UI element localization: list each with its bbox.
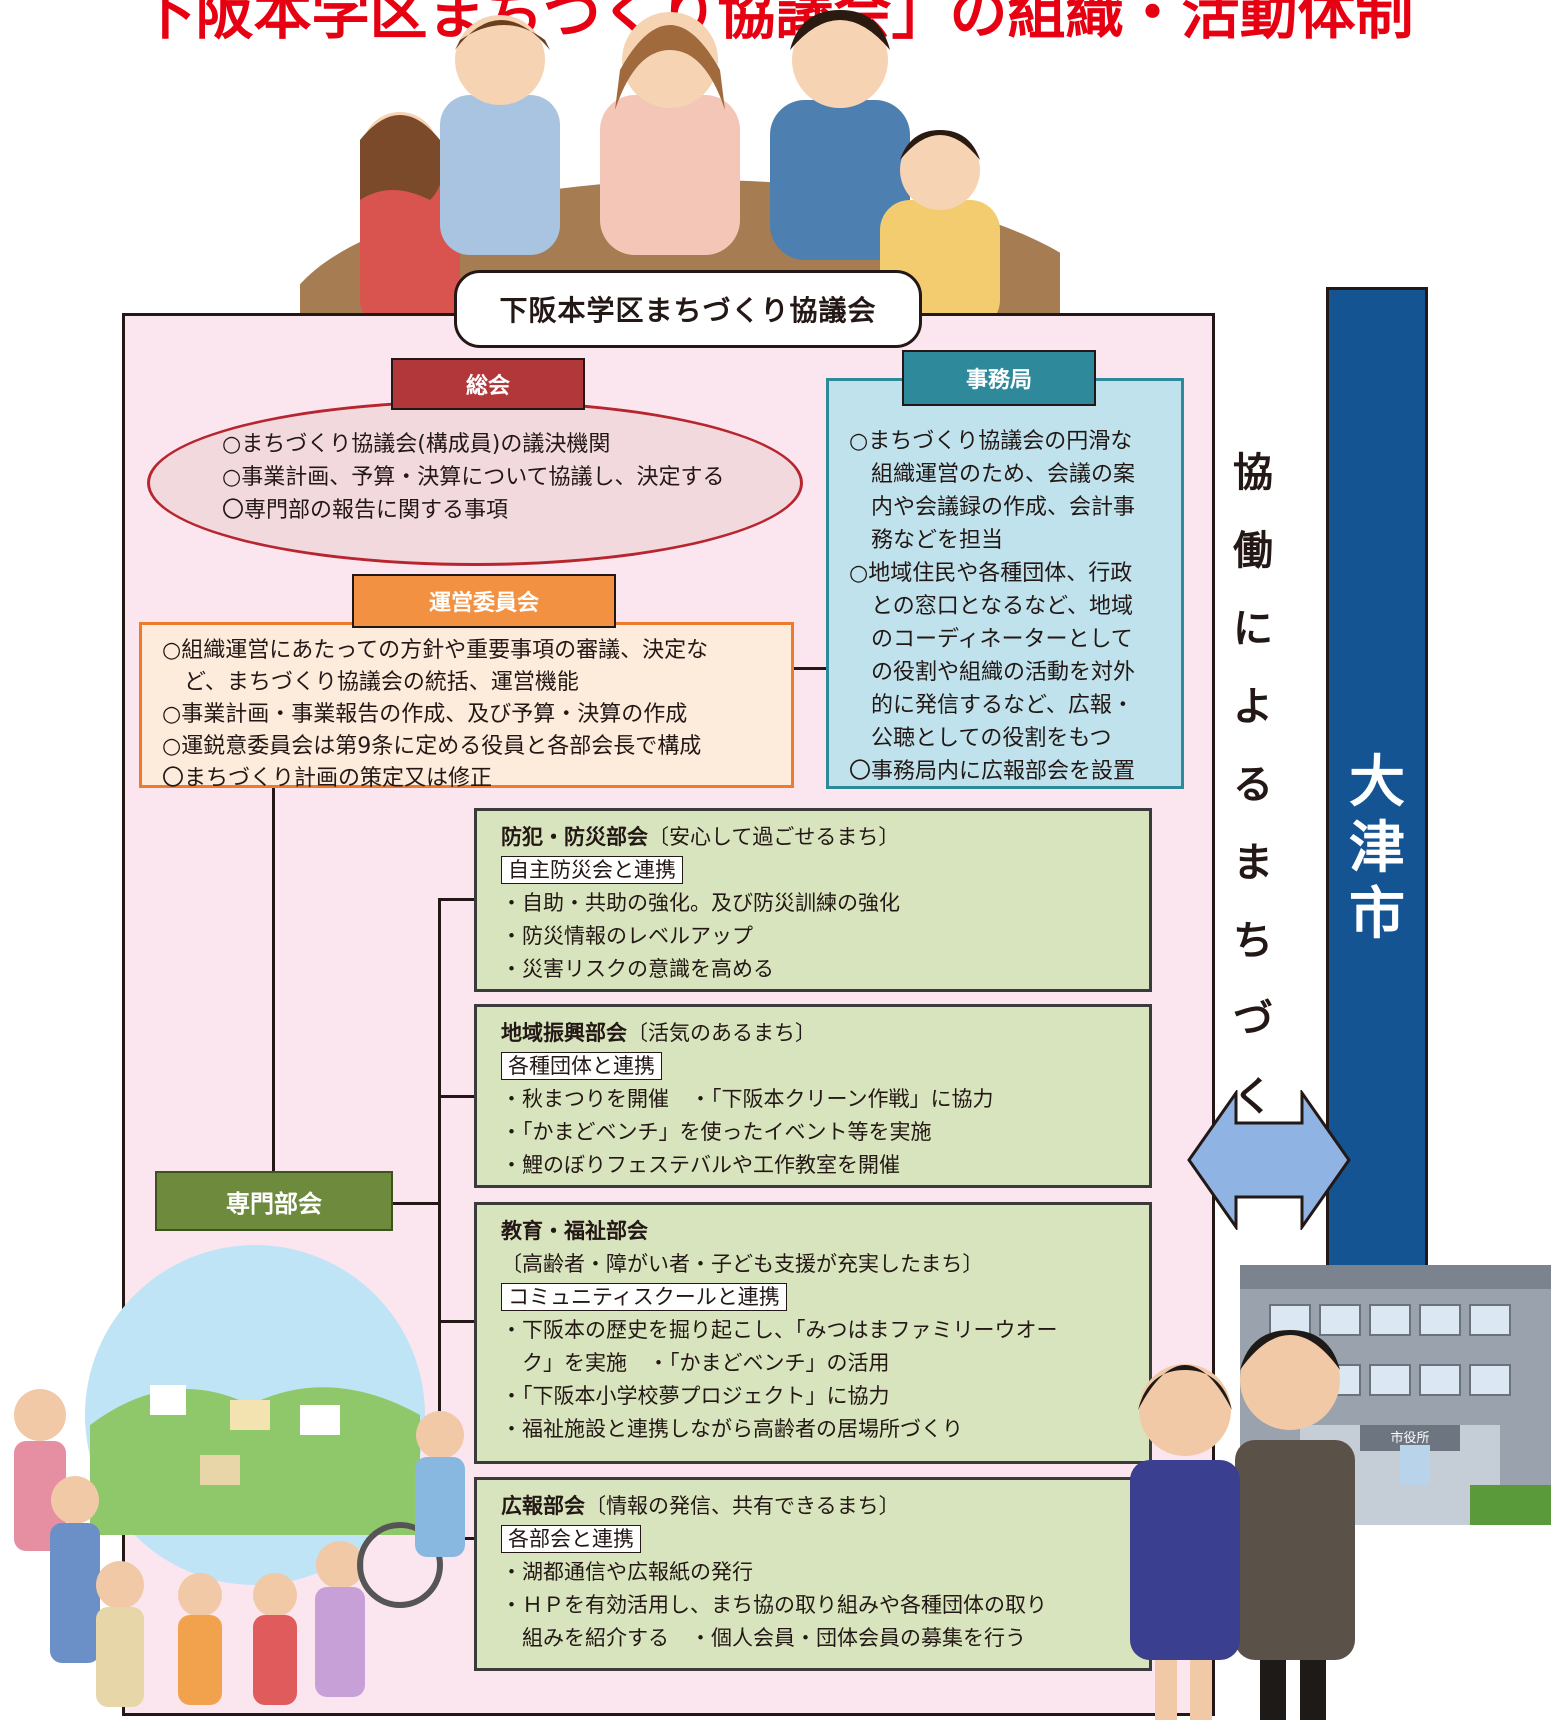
soukai-line: 〇専門部の報告に関する事項 [222, 498, 509, 523]
dept-item: ・「かまどベンチ」を使ったイベント等を実施 [501, 1120, 932, 1144]
dept-title: 教育・福祉部会 [501, 1219, 648, 1243]
city-char: 大 [1349, 750, 1405, 815]
collab-char: る [1233, 762, 1273, 808]
dept-motto: 〔高齢者・障がい者・子ども支援が充実したまち〕 [501, 1252, 984, 1276]
soukai-line: ○事業計画、予算・決算について協議し、決定する [222, 465, 725, 490]
dept-item: ・「下阪本小学校夢プロジェクト」に協力 [501, 1384, 890, 1408]
dept-tag: コミュニティスクールと連携 [501, 1283, 787, 1311]
connector-unei-jimukyoku [793, 667, 829, 670]
dept-item: ・ＨＰを有効活用し、まち協の取り組みや各種団体の取り [501, 1593, 1047, 1617]
council-name-label: 下阪本学区まちづくり協議会 [454, 270, 922, 348]
jimukyoku-line: ○地域住民や各種団体、行政 [849, 561, 1133, 586]
dept-item: ・災害リスクの意識を高める [501, 957, 774, 981]
unei-line: ど、まちづくり協議会の統括、運営機能 [162, 670, 579, 695]
connector-dept-3 [438, 1320, 476, 1323]
jimukyoku-line: の役割や組織の活動を対外 [849, 660, 1136, 685]
senmon-header: 専門部会 [155, 1171, 393, 1231]
unei-box: ○組織運営にあたっての方針や重要事項の審議、決定な ど、まちづくり協議会の統括、… [139, 622, 794, 791]
page-title: 下阪本学区まちづくり協議会」の組織・活動体制 [137, 0, 1414, 47]
dept-title: 地域振興部会 [501, 1021, 627, 1045]
soukai-description: ○まちづくり協議会(構成員)の議決機関 ○事業計画、予算・決算について協議し、決… [222, 428, 725, 527]
connector-dept-1 [438, 898, 476, 901]
collab-char: よ [1233, 684, 1273, 730]
dept-item: ・下阪本の歴史を掘り起こし、「みつはまファミリーウオー [501, 1318, 1058, 1342]
collab-char: ち [1233, 918, 1273, 964]
jimukyoku-line: 公聴としての役割をもつ [849, 726, 1112, 751]
soukai-header: 総会 [391, 358, 585, 410]
building-sign: 市役所 [1390, 1431, 1430, 1446]
jimukyoku-line: ○まちづくり協議会の円滑な [849, 429, 1133, 454]
dept-item: ・福祉施設と連携しながら高齢者の居場所づくり [501, 1417, 963, 1441]
connector-unei-senmon [272, 787, 275, 1175]
jimukyoku-line: 組織運営のため、会議の案 [849, 462, 1136, 487]
dept-kouhou: 広報部会〔情報の発信、共有できるまち〕 各部会と連携 ・湖都通信や広報紙の発行 … [474, 1477, 1152, 1671]
jimukyoku-line: 的に発信するなど、広報・ [849, 693, 1134, 718]
double-arrow-icon [1187, 1090, 1351, 1230]
collab-char: ま [1233, 840, 1273, 886]
jimukyoku-line: 務などを担当 [849, 528, 1004, 553]
unei-line: ○事業計画・事業報告の作成、及び予算・決算の作成 [162, 702, 688, 727]
city-char: 津 [1349, 816, 1405, 881]
city-staff-illustration [1130, 1330, 1355, 1720]
collab-char: づ [1233, 996, 1273, 1042]
dept-item: ・防災情報のレベルアップ [501, 924, 753, 948]
soukai-line: ○まちづくり協議会(構成員)の議決機関 [222, 432, 611, 457]
dept-motto: 〔活気のあるまち〕 [627, 1021, 816, 1045]
dept-item: 組みを紹介する ・個人会員・団体会員の募集を行う [501, 1626, 1026, 1650]
city-name: 大 津 市 [1326, 750, 1428, 948]
dept-title: 防犯・防災部会 [501, 825, 648, 849]
dept-motto: 〔情報の発信、共有できるまち〕 [585, 1494, 900, 1518]
dept-shinkou: 地域振興部会〔活気のあるまち〕 各種団体と連携 ・秋まつりを開催 ・「下阪本クリ… [474, 1004, 1152, 1188]
dept-tag: 自主防災会と連携 [501, 856, 683, 884]
unei-line: ○組織運営にあたっての方針や重要事項の審議、決定な [162, 638, 709, 663]
dept-item: ・湖都通信や広報紙の発行 [501, 1560, 753, 1584]
dept-title: 広報部会 [501, 1494, 585, 1518]
dept-item: ・秋まつりを開催 ・「下阪本クリーン作戦」に協力 [501, 1087, 994, 1111]
unei-line: ○運鋭意委員会は第9条に定める役員と各部会長で構成 [162, 734, 702, 759]
connector-senmon-branch [392, 1202, 440, 1205]
dept-tag: 各部会と連携 [501, 1525, 641, 1553]
dept-kyouiku: 教育・福祉部会 〔高齢者・障がい者・子ども支援が充実したまち〕 コミュニティスク… [474, 1202, 1152, 1464]
dept-motto: 〔安心して過ごせるまち〕 [648, 825, 900, 849]
dept-item: ク」を実施 ・「かまどベンチ」の活用 [501, 1351, 890, 1375]
dept-tag: 各種団体と連携 [501, 1052, 662, 1080]
collab-char: 働 [1233, 528, 1273, 574]
unei-line: 〇まちづくり計画の策定又は修正 [162, 766, 493, 791]
collab-char: く [1233, 1074, 1273, 1120]
dept-item: ・自助・共助の強化。及び防災訓練の強化 [501, 891, 900, 915]
jimukyoku-line: 〇事務局内に広報部会を設置 [849, 759, 1136, 784]
collaboration-vertical-text: 協 働 に よ る ま ち づ く り [1218, 440, 1288, 1200]
dept-bouhan: 防犯・防災部会〔安心して過ごせるまち〕 自主防災会と連携 ・自助・共助の強化。及… [474, 808, 1152, 992]
jimukyoku-header: 事務局 [902, 350, 1096, 406]
unei-header: 運営委員会 [352, 574, 616, 628]
jimukyoku-line: のコーディネーターとして [849, 627, 1133, 652]
community-illustration [14, 1245, 465, 1707]
city-char: 市 [1349, 882, 1405, 947]
connector-dept-2 [438, 1095, 476, 1098]
soukai-ellipse [147, 400, 803, 566]
collab-char: に [1233, 606, 1273, 652]
jimukyoku-line: 内や会議録の作成、会計事 [849, 495, 1136, 520]
jimukyoku-line: との窓口となるなど、地域 [849, 594, 1134, 619]
connector-dept-trunk [438, 898, 441, 1540]
jimukyoku-box: ○まちづくり協議会の円滑な 組織運営のため、会議の案 内や会議録の作成、会計事 … [826, 378, 1184, 789]
dept-item: ・鯉のぼりフェステバルや工作教室を開催 [501, 1153, 900, 1177]
collab-char: 協 [1233, 450, 1273, 496]
